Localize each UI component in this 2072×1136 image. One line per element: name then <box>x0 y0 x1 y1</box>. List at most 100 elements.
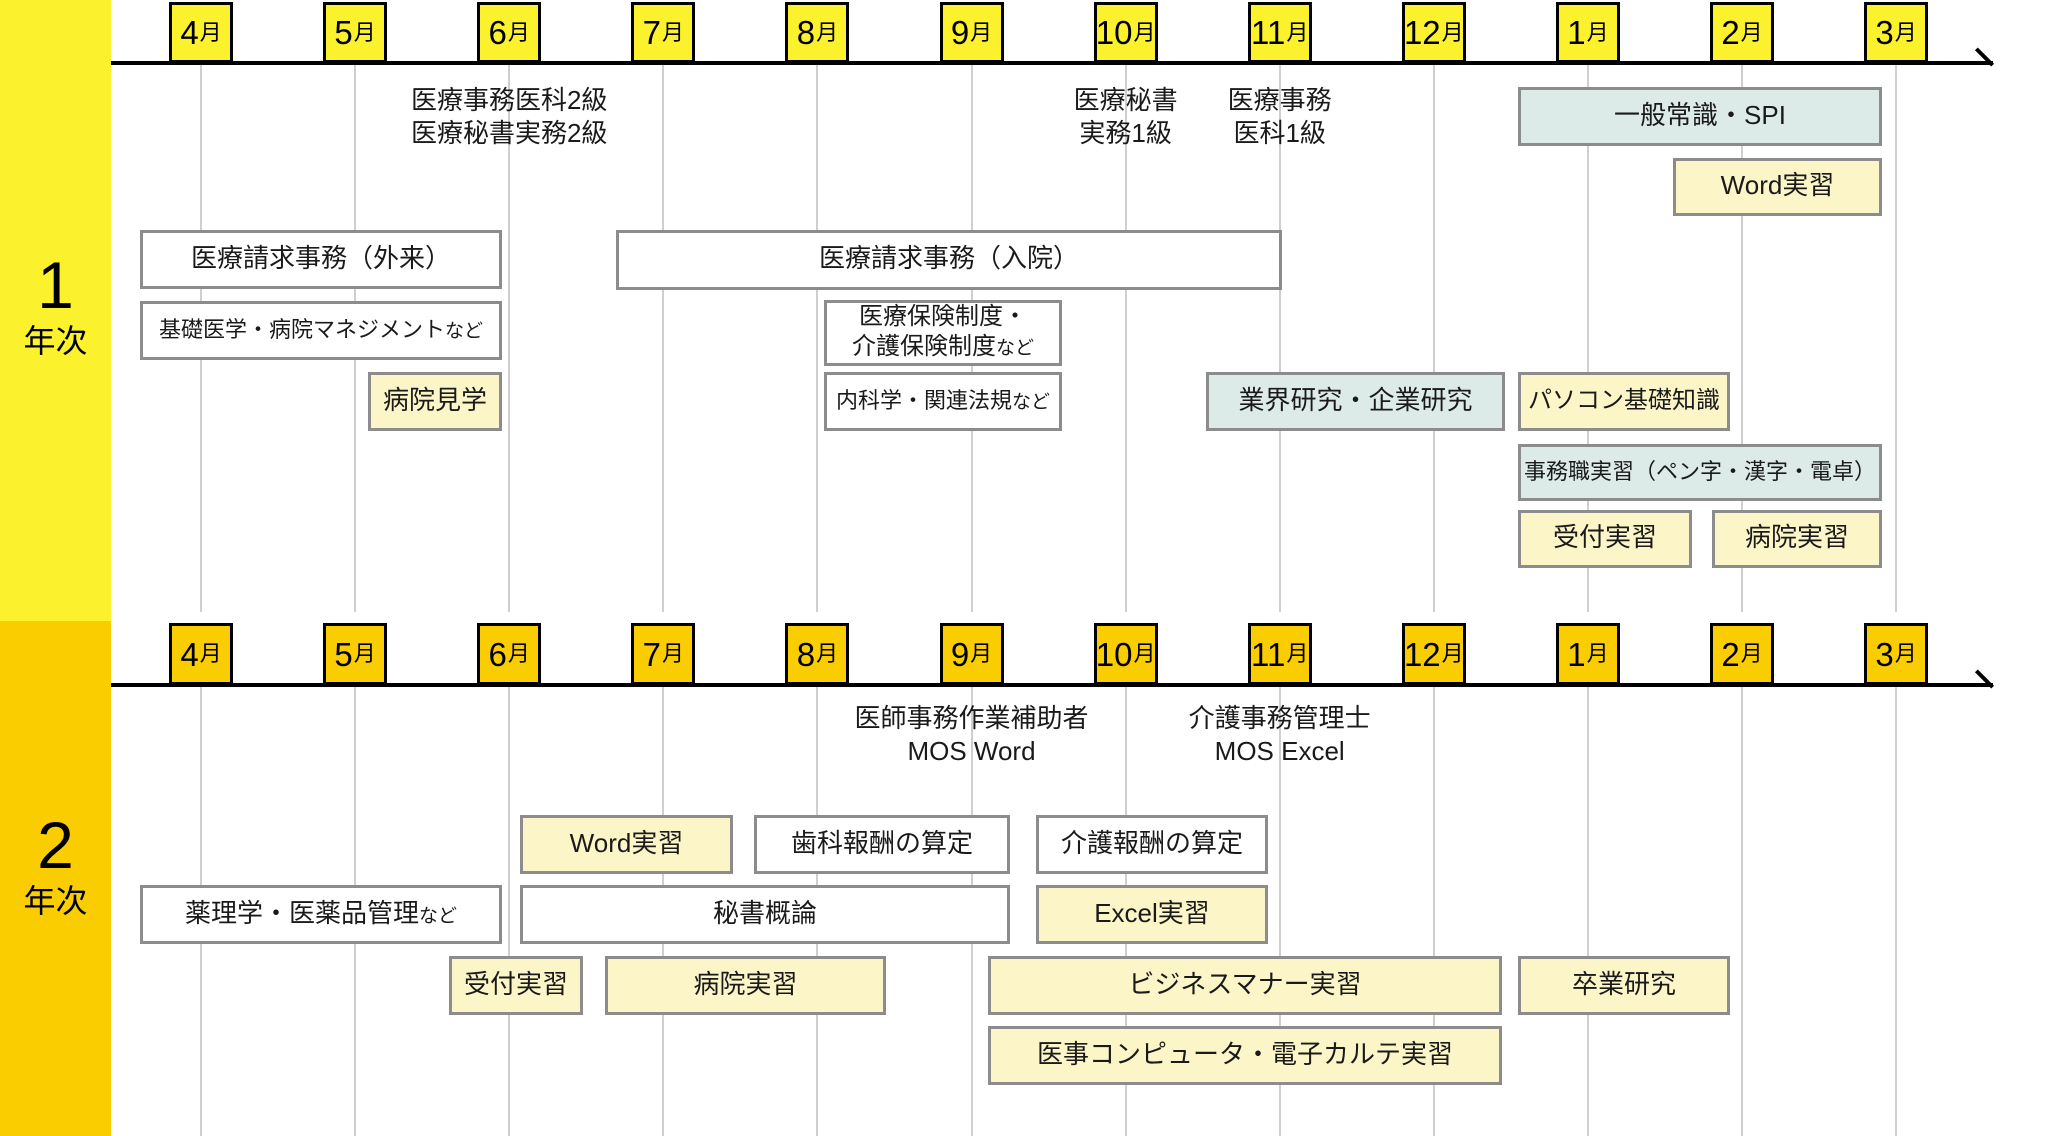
course-label-text: 介護保険制度 <box>851 333 996 360</box>
month-number: 2 <box>1721 14 1740 51</box>
month-unit: 月 <box>1286 19 1309 45</box>
month-number: 2 <box>1721 635 1740 673</box>
course-label-text: 医事コンピュータ・電子カルテ実習 <box>1036 1038 1453 1069</box>
course-label: 業界研究・企業研究 <box>1238 385 1472 419</box>
month-number: 3 <box>1875 14 1894 51</box>
grid-line <box>662 65 665 612</box>
course-label-text: ビジネスマナー実習 <box>1128 968 1362 999</box>
course-box: 卒業研究 <box>1518 956 1730 1015</box>
course-label: 受付実習 <box>464 969 568 1003</box>
month-number: 11 <box>1251 635 1286 673</box>
course-box: 業界研究・企業研究 <box>1206 372 1505 431</box>
course-label: Word実習 <box>1721 170 1835 204</box>
month-number: 8 <box>796 14 816 51</box>
course-label-text: Word実習 <box>1720 170 1835 200</box>
month-number: 1 <box>1567 635 1586 673</box>
year1-number: 1 <box>37 248 74 322</box>
course-label: 介護報酬の算定 <box>1061 828 1243 862</box>
month-number: 9 <box>950 14 970 51</box>
course-label-text: Word実習 <box>569 827 684 858</box>
month-number: 10 <box>1095 14 1133 51</box>
course-box: 病院実習 <box>1712 510 1882 568</box>
course-label: 病院実習 <box>1745 522 1849 556</box>
course-label: 事務職実習（ペン字・漢字・電卓） <box>1524 457 1876 489</box>
qualification-note-line: 医師事務作業補助者 <box>854 703 1089 733</box>
month-number: 6 <box>488 14 507 51</box>
qualification-note-line: 介護事務管理士 <box>1188 703 1371 733</box>
course-label: 秘書概論 <box>713 898 817 932</box>
course-box: 介護報酬の算定 <box>1036 815 1268 874</box>
course-box: 受付実習 <box>449 956 583 1015</box>
course-label-text: 医療請求事務（入院） <box>818 243 1079 273</box>
course-box: Excel実習 <box>1036 885 1268 944</box>
course-label-text: 業界研究・企業研究 <box>1238 384 1473 415</box>
grid-line <box>816 65 819 612</box>
course-label-text: 介護報酬の算定 <box>1060 827 1243 858</box>
course-box: 事務職実習（ペン字・漢字・電卓） <box>1518 444 1882 501</box>
grid-line <box>1741 65 1743 612</box>
course-label-text: 内科学・関連法規 <box>835 387 1012 413</box>
grid-line <box>1586 65 1589 612</box>
year1-label: 年次 <box>23 323 88 359</box>
qualification-note-line: MOS Word <box>907 736 1036 766</box>
course-label: ビジネスマナー実習 <box>1128 969 1361 1003</box>
month-number: 11 <box>1251 14 1286 51</box>
course-label-text: 医療保険制度・ <box>859 303 1027 330</box>
month-unit: 月 <box>1740 19 1763 45</box>
course-label-text: 病院見学 <box>382 384 487 415</box>
course-box: 秘書概論 <box>520 885 1010 944</box>
course-label-text: パソコン基礎知識 <box>1528 386 1720 414</box>
month-unit: 月 <box>661 19 684 45</box>
qualification-note-line: 医療秘書実務2級 <box>410 118 608 148</box>
month-number: 8 <box>796 635 816 673</box>
course-label: 基礎医学・病院マネジメントなど <box>159 315 483 347</box>
course-label-text: 薬理学・医薬品管理 <box>184 897 419 928</box>
month-number: 1 <box>1567 14 1586 51</box>
year1-timeline <box>111 61 1993 65</box>
course-box: 薬理学・医薬品管理など <box>140 885 502 944</box>
course-box: 医療請求事務（入院） <box>616 230 1282 290</box>
month-unit: 月 <box>507 641 530 666</box>
course-box: 受付実習 <box>1518 510 1692 568</box>
course-box: 歯科報酬の算定 <box>754 815 1010 874</box>
month-unit: 月 <box>1586 641 1609 666</box>
qualification-note-line: 実務1級 <box>1079 118 1172 148</box>
month-number: 7 <box>642 635 661 673</box>
month-unit: 月 <box>199 641 222 666</box>
course-box: Word実習 <box>520 815 733 874</box>
month-number: 9 <box>950 635 970 673</box>
month-unit: 月 <box>970 641 993 666</box>
course-label: 受付実習 <box>1553 522 1657 556</box>
qualification-note-line: 医療秘書 <box>1073 85 1178 115</box>
course-label: 歯科報酬の算定 <box>791 828 973 862</box>
month-unit: 月 <box>199 19 222 45</box>
month-number: 5 <box>334 635 353 673</box>
qualification-note-line: 医療事務医科2級 <box>410 85 608 115</box>
month-number: 12 <box>1403 635 1441 673</box>
course-label-text: Excel実習 <box>1094 897 1210 928</box>
course-label: パソコン基礎知識 <box>1528 386 1720 418</box>
qualification-note-line: 医療事務 <box>1227 85 1332 115</box>
course-box: Word実習 <box>1673 158 1882 216</box>
grid-line <box>1586 687 1589 1136</box>
course-label: 医療保険制度・ <box>859 303 1027 333</box>
month-unit: 月 <box>1133 641 1156 666</box>
course-label: 内科学・関連法規など <box>836 386 1050 418</box>
